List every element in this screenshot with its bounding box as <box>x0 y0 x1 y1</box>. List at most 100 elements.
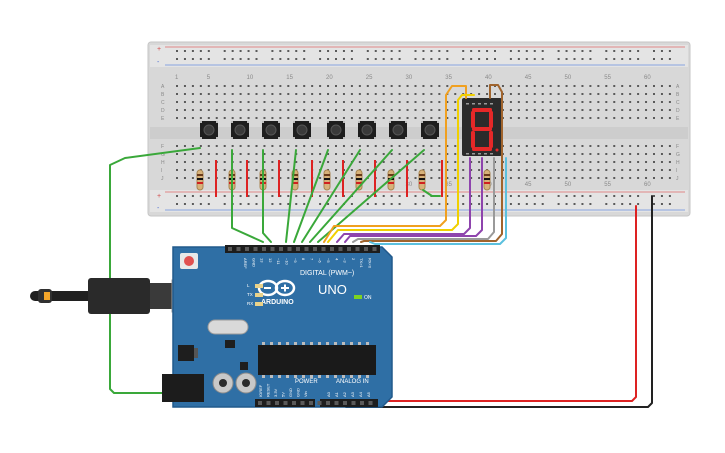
column-number: 45 <box>525 182 532 188</box>
digital-pin-label: 2 <box>351 258 356 261</box>
header-pin <box>351 401 356 405</box>
row-letter: H <box>161 160 165 166</box>
arduino-model-text: UNO <box>318 282 347 297</box>
push-button-cap <box>424 124 436 136</box>
atmega-chip <box>258 345 376 375</box>
jumper-wire <box>285 149 297 243</box>
column-number: 50 <box>565 182 572 188</box>
analog-label: ANALOG IN <box>336 379 369 385</box>
power-pin-label: GND <box>288 388 293 397</box>
column-number: 60 <box>644 182 651 188</box>
jumper-wire <box>309 149 393 243</box>
on-label: ON <box>364 295 372 301</box>
digital-pin-label: 13 <box>260 258 265 263</box>
rail-minus-label-top: - <box>157 59 160 66</box>
digital-pin-label: ~11 <box>276 258 281 265</box>
digital-pin-label: ~5 <box>326 258 331 263</box>
jumper-wire <box>327 94 475 243</box>
column-number: 55 <box>604 182 611 188</box>
row-letter: D <box>676 108 680 114</box>
jumper-wire <box>360 84 503 243</box>
column-number: 60 <box>644 75 651 81</box>
column-number: 45 <box>525 75 532 81</box>
row-letter: A <box>161 84 165 90</box>
analog-pin-label: A3 <box>350 391 355 397</box>
small-chip <box>225 340 235 348</box>
header-pin <box>347 247 351 251</box>
row-letter: C <box>161 100 165 106</box>
analog-pin-label: A5 <box>366 391 371 397</box>
push-button-cap <box>330 124 342 136</box>
digital-pin-label: ~9 <box>293 258 298 263</box>
digital-pin-label: ~3 <box>343 258 348 263</box>
power-pin-label: 3.3V <box>273 388 278 397</box>
column-number: 35 <box>445 182 452 188</box>
column-number: 50 <box>565 75 572 81</box>
row-letter: I <box>161 168 162 174</box>
jumper-wire <box>109 147 381 394</box>
analog-pin-label: A0 <box>326 391 331 397</box>
arduino-logo-icon <box>257 279 296 297</box>
segment <box>471 111 475 128</box>
power-pin-label: GND <box>296 388 301 397</box>
header-pin <box>326 401 330 405</box>
column-number: 25 <box>366 75 373 81</box>
push-button-cap <box>392 124 404 136</box>
jumper-wire <box>344 157 483 243</box>
segment <box>489 111 493 128</box>
header-pin <box>338 247 343 251</box>
header-pin <box>317 401 322 405</box>
row-letter: I <box>676 168 677 174</box>
header-pin <box>309 401 313 405</box>
header-pin <box>228 247 232 251</box>
row-letter: J <box>161 176 164 182</box>
header-pin <box>266 401 271 405</box>
header-pin <box>287 247 292 251</box>
led-label: TX <box>247 292 253 297</box>
power-pin-label: 5V <box>281 392 286 397</box>
header-pin <box>258 401 262 405</box>
seven-segment-display[interactable] <box>462 98 502 156</box>
resistors <box>196 160 491 197</box>
jumper-wire <box>301 149 361 243</box>
header-pin <box>245 247 249 251</box>
jumper-wire <box>262 149 272 243</box>
jumper-wire <box>323 85 467 243</box>
segment <box>472 147 492 151</box>
header-pin <box>313 247 317 251</box>
header-pin <box>279 247 283 251</box>
led <box>255 302 263 306</box>
digital-pin-label: ~6 <box>318 258 323 263</box>
reset-button-knob <box>184 256 194 266</box>
digital-pin-label: RX<0 <box>368 258 373 269</box>
led <box>255 284 263 288</box>
digital-pin-label: AREF <box>243 258 248 269</box>
jumper-wire <box>231 149 264 243</box>
analog-pin-label: A4 <box>358 391 363 397</box>
column-number: 20 <box>326 75 333 81</box>
header-pin <box>253 247 258 251</box>
column-number: 30 <box>406 182 413 188</box>
segment <box>472 127 492 131</box>
header-pin <box>236 247 241 251</box>
jumper-wire <box>422 189 441 197</box>
header-pin <box>343 401 347 405</box>
push-button-cap <box>361 124 373 136</box>
push-button-cap <box>296 124 308 136</box>
column-numbers: 15101520253035404550556030354045505560 <box>175 75 651 188</box>
breadboard[interactable]: + - + - 15101520253035404550556030354045… <box>147 41 691 217</box>
analog-pin-label: A2 <box>342 391 347 397</box>
push-button-cap <box>234 124 246 136</box>
led <box>255 293 263 297</box>
row-letter: H <box>676 160 680 166</box>
row-letter: B <box>676 92 680 98</box>
row-letter: F <box>161 144 164 150</box>
row-letter: G <box>161 152 165 158</box>
push-buttons <box>200 121 439 139</box>
row-letter: G <box>676 152 680 158</box>
header-pin <box>300 401 305 405</box>
power-jack[interactable] <box>162 374 204 402</box>
